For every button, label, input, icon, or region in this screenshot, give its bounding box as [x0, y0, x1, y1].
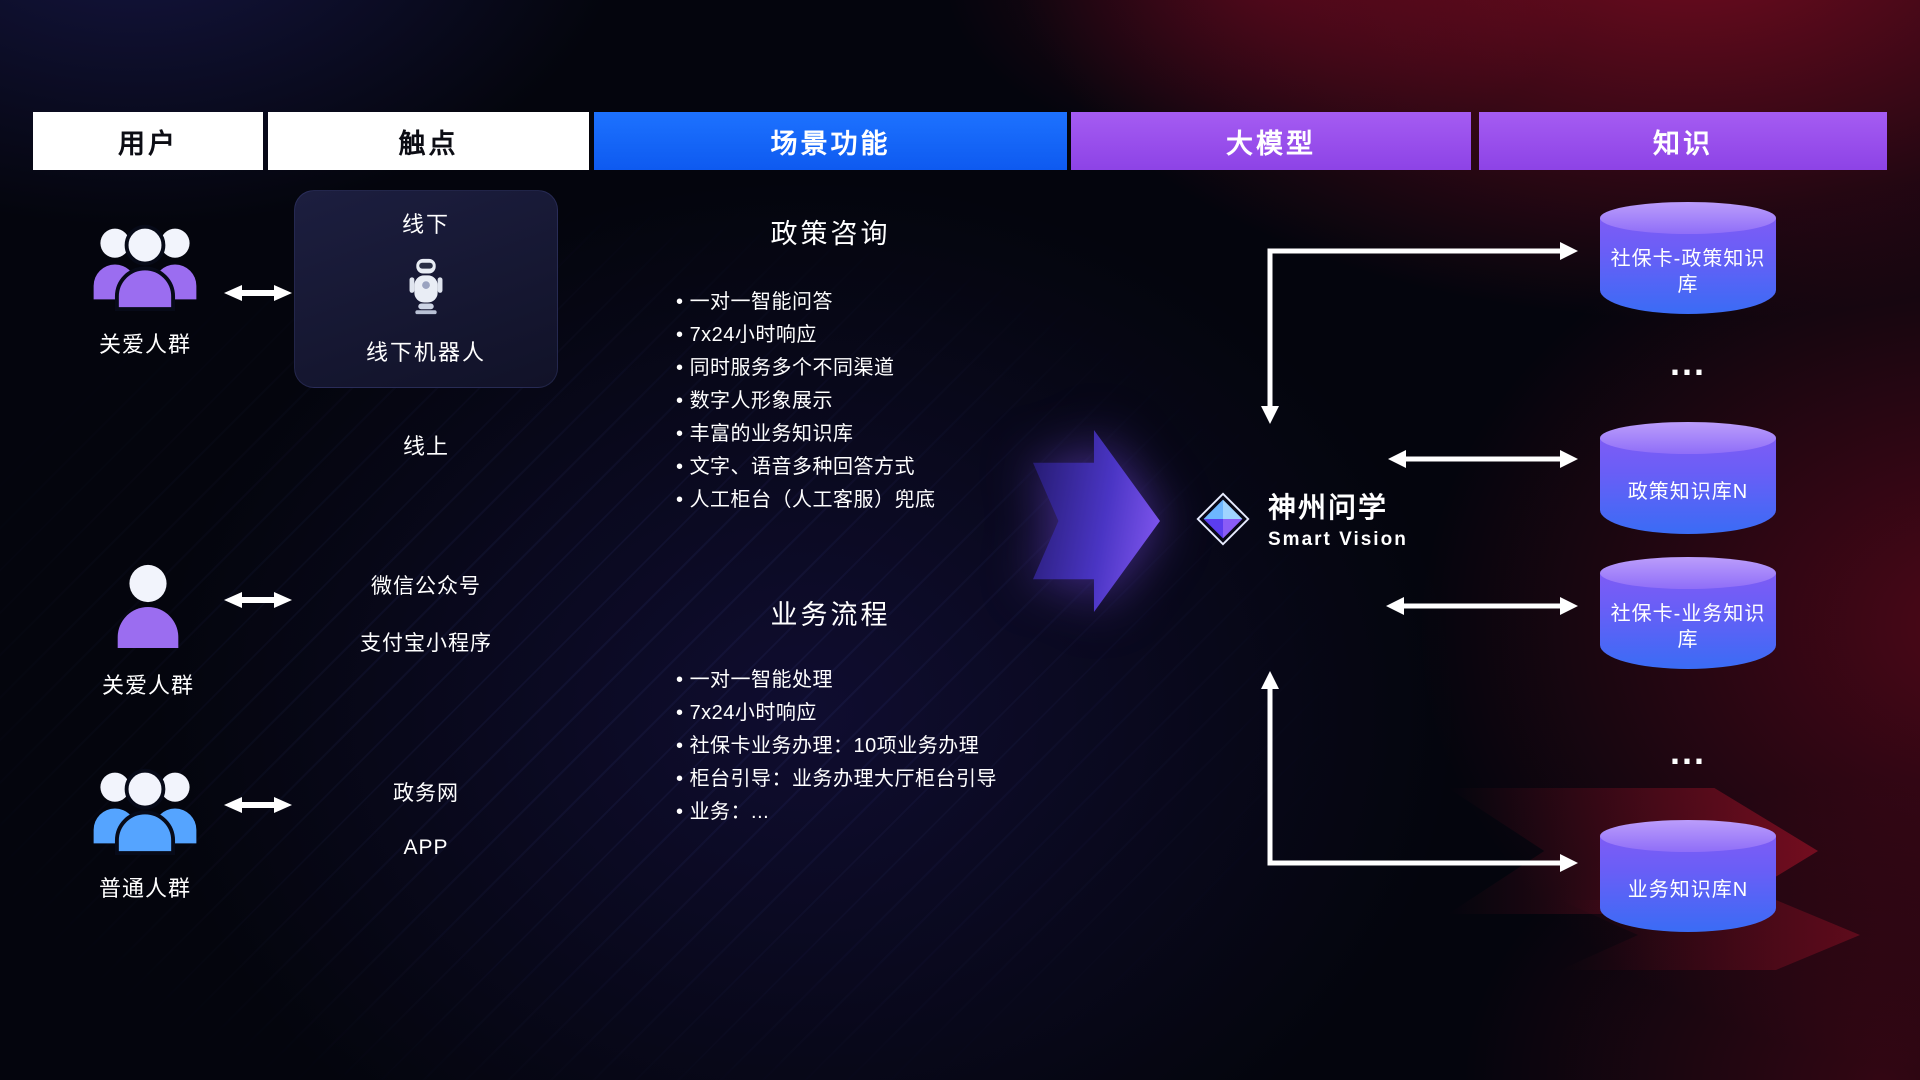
- column-header-label: 触点: [398, 128, 459, 159]
- people-group-icon: [93, 224, 197, 312]
- people-group-icon: [93, 768, 197, 856]
- column-header-label: 知识: [1653, 128, 1713, 159]
- scenario-title-business: 业务流程: [770, 600, 891, 630]
- robot-icon: [409, 258, 443, 315]
- channel-govweb: 政务网: [393, 782, 459, 805]
- column-header-label: 用户: [118, 128, 178, 159]
- channel-app: APP: [403, 836, 449, 859]
- kb-ellipsis-top: ...: [1669, 342, 1706, 383]
- list-item: 一对一智能问答: [676, 290, 936, 315]
- channel-wechat: 微信公众号: [371, 575, 481, 598]
- list-item: 业务：...: [676, 800, 997, 825]
- model-subtitle: Smart Vision: [1268, 529, 1408, 550]
- column-header-model: 大模型: [1071, 112, 1471, 170]
- kb-shebao-policy: 社保卡-政策知识库: [1600, 202, 1776, 314]
- model-logo-block: 神州问学 Smart Vision: [1192, 486, 1408, 551]
- model-text: 神州问学 Smart Vision: [1268, 486, 1408, 551]
- flow-arrow-shape: [1033, 430, 1160, 612]
- user-label: 普通人群: [98, 876, 191, 901]
- person-icon: [117, 564, 179, 649]
- scenario-list-business: 一对一智能处理 7x24小时响应 社保卡业务办理：10项业务办理 柜台引导：业务…: [676, 668, 997, 825]
- list-item: 数字人形象展示: [676, 389, 936, 414]
- kb-policy-n: 政策知识库N: [1600, 422, 1776, 534]
- flow-arrow: [1033, 430, 1160, 612]
- user-group-ordinary: 普通人群: [82, 760, 208, 903]
- column-header-touchpoints: 触点: [268, 112, 589, 170]
- list-item: 文字、语音多种回答方式: [676, 455, 936, 480]
- user-group-care-1: 关爱人群: [82, 216, 208, 359]
- list-item: 7x24小时响应: [676, 323, 936, 348]
- online-title: 线上: [402, 434, 449, 459]
- list-item: 柜台引导：业务办理大厅柜台引导: [676, 767, 997, 792]
- user-label: 关爱人群: [102, 673, 195, 698]
- user-single-care: 关爱人群: [102, 556, 194, 700]
- column-header-label: 场景功能: [770, 128, 891, 159]
- offline-robot-label: 线下机器人: [365, 340, 486, 365]
- list-item: 丰富的业务知识库: [676, 422, 936, 447]
- smart-vision-logo-icon: [1196, 491, 1250, 546]
- offline-title: 线下: [401, 212, 450, 237]
- model-name: 神州问学: [1268, 492, 1389, 523]
- kb-label: 业务知识库N: [1627, 879, 1749, 901]
- column-header-users: 用户: [33, 112, 263, 170]
- offline-touchpoint-card: 线下 线下机器人: [294, 190, 558, 388]
- kb-label: 社保卡-政策知识库: [1610, 248, 1766, 296]
- list-item: 社保卡业务办理：10项业务办理: [676, 734, 997, 759]
- list-item: 7x24小时响应: [676, 701, 997, 726]
- user-label: 关爱人群: [98, 332, 191, 357]
- column-header-label: 大模型: [1226, 128, 1316, 159]
- list-item: 人工柜台（人工客服）兜底: [676, 488, 936, 513]
- scenario-list-policy: 一对一智能问答 7x24小时响应 同时服务多个不同渠道 数字人形象展示 丰富的业…: [676, 290, 936, 513]
- kb-label: 政策知识库N: [1627, 481, 1749, 503]
- kb-business-n: 业务知识库N: [1600, 820, 1776, 932]
- column-header-scenarios: 场景功能: [594, 112, 1067, 170]
- scenario-title-policy: 政策咨询: [770, 219, 891, 249]
- kb-ellipsis-bottom: ...: [1669, 731, 1706, 772]
- channel-alipay: 支付宝小程序: [360, 632, 492, 655]
- kb-shebao-business: 社保卡-业务知识库: [1600, 557, 1776, 669]
- column-header-knowledge: 知识: [1479, 112, 1887, 170]
- kb-label: 社保卡-业务知识库: [1610, 603, 1766, 651]
- list-item: 同时服务多个不同渠道: [676, 356, 936, 381]
- list-item: 一对一智能处理: [676, 668, 997, 693]
